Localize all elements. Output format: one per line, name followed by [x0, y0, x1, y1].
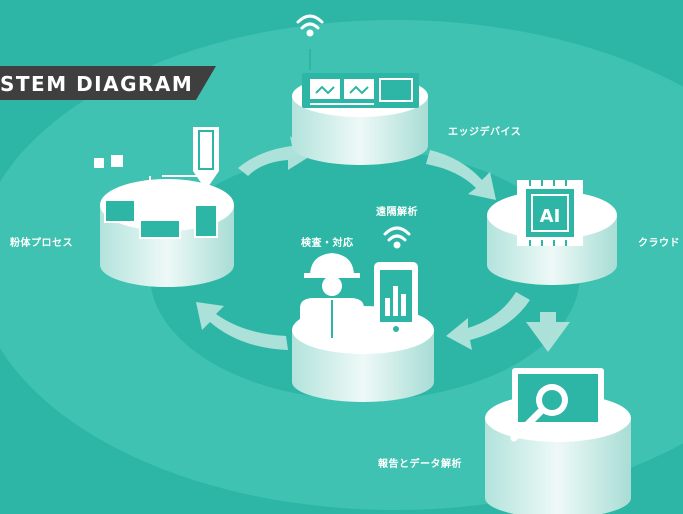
diagram-title-banner: STEM DIAGRAM [0, 66, 216, 100]
label-report: 報告とデータ解析 [378, 459, 462, 470]
arrow-edge-to-cloud [426, 150, 496, 200]
label-edge-device: エッジデバイス [448, 127, 522, 138]
label-cloud: クラウド [638, 238, 680, 249]
smartphone-chart-icon [374, 262, 418, 336]
arrow-cloud-to-inspect [446, 292, 530, 350]
worker-icon [300, 253, 364, 340]
ai-chip-icon: AI [517, 180, 583, 246]
wifi-icon-remote [383, 226, 411, 249]
diagram-title: STEM DIAGRAM [0, 72, 194, 96]
factory-silo-icon [94, 127, 219, 239]
label-inspection: 検査・対応 [301, 238, 354, 249]
monitor-search-icon [510, 368, 604, 442]
label-remote-analysis: 遠隔解析 [376, 207, 418, 218]
wifi-icon-edge [296, 14, 324, 37]
label-powder-process: 粉体プロセス [10, 238, 73, 249]
edge-device-icon [302, 49, 419, 108]
arrow-inspect-to-powder [196, 302, 288, 350]
arrow-cloud-to-report [526, 312, 570, 352]
svg-text:AI: AI [540, 206, 561, 227]
